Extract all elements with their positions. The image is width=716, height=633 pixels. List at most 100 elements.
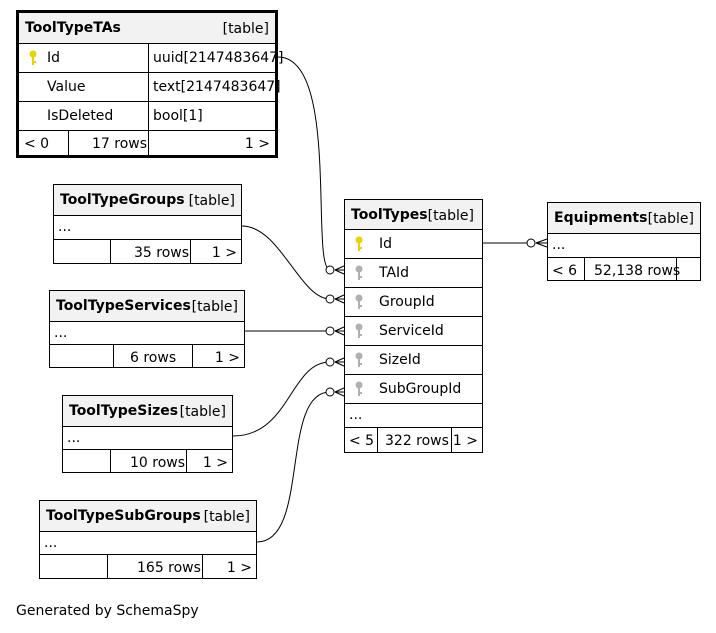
ellipsis-text: ... — [552, 237, 566, 253]
column-name: IsDeleted — [47, 108, 114, 124]
table-kind: [table] — [427, 208, 474, 224]
row-count: 17 rows — [92, 136, 148, 152]
columns-ellipsis: ... — [548, 234, 700, 258]
column-row-serviceid[interactable]: ServiceId — [345, 317, 482, 346]
edge-sizes-to-sizeid — [232, 361, 331, 437]
optional-marker-icon — [526, 238, 536, 248]
table-footer: < 0 17 rows 1 > — [19, 131, 275, 155]
optional-marker-icon — [325, 294, 335, 304]
optional-marker-icon — [325, 387, 335, 397]
row-count: 322 rows — [385, 433, 449, 449]
foreign-key-icon — [355, 323, 363, 338]
table-tooltypesizes[interactable]: ToolTypeSizes [table] ... 10 rows 1 > — [62, 395, 233, 473]
foreign-key-icon — [355, 294, 363, 309]
column-name: Id — [379, 236, 393, 252]
cell-divider — [148, 131, 149, 155]
column-name: Id — [47, 50, 61, 66]
table-tooltypegroups[interactable]: ToolTypeGroups [table] ... 35 rows 1 > — [53, 184, 242, 264]
table-equipments[interactable]: Equipments [table] ... < 6 52,138 rows — [547, 202, 701, 281]
foreign-key-icon — [355, 352, 363, 367]
table-kind: [table] — [188, 193, 235, 209]
table-tooltypes[interactable]: ToolTypes [table] Id TAId GroupId Servic… — [344, 199, 483, 453]
table-name: ToolTypeSizes — [69, 403, 179, 419]
foreign-key-icon — [355, 265, 363, 280]
children-count[interactable]: 1 > — [226, 560, 252, 576]
table-header: Equipments [table] — [548, 203, 700, 234]
column-name: ServiceId — [379, 323, 444, 339]
cell-divider — [107, 555, 108, 579]
column-type: text[2147483647] — [153, 79, 281, 95]
table-header: ToolTypeGroups [table] — [54, 185, 241, 216]
cell-divider — [110, 450, 111, 473]
table-kind: [table] — [191, 299, 238, 315]
cell-divider — [148, 102, 149, 130]
cell-divider — [676, 258, 677, 281]
cell-divider — [113, 345, 114, 368]
edge-subgroups-to-subgroupid — [256, 391, 331, 543]
primary-key-icon — [29, 50, 37, 65]
column-name: TAId — [379, 265, 410, 281]
table-tooltypetas[interactable]: ToolTypeTAs [table] Id uuid[2147483647] … — [16, 10, 284, 158]
parents-count[interactable]: < 6 — [552, 263, 578, 279]
children-count[interactable]: 1 > — [211, 245, 237, 261]
table-footer: < 5 322 rows 1 > — [345, 428, 482, 452]
children-count[interactable]: 1 > — [452, 433, 478, 449]
columns-ellipsis: ... — [50, 322, 244, 345]
optional-marker-icon — [325, 357, 335, 367]
column-type: uuid[2147483647] — [153, 50, 284, 66]
column-row-isdeleted[interactable]: IsDeleted bool[1] — [19, 102, 275, 131]
edge-tas-to-taid — [277, 56, 331, 271]
column-name: SubGroupId — [379, 381, 462, 397]
column-name: SizeId — [379, 352, 421, 368]
children-count[interactable]: 1 > — [202, 455, 228, 471]
parents-count[interactable]: < 5 — [349, 433, 375, 449]
table-kind: [table] — [222, 21, 269, 37]
optional-marker-icon — [325, 326, 335, 336]
table-tooltypeservices[interactable]: ToolTypeServices [table] ... 6 rows 1 > — [49, 290, 245, 368]
row-count: 10 rows — [130, 455, 186, 471]
column-row-id[interactable]: Id — [345, 230, 482, 259]
ellipsis-text: ... — [67, 430, 81, 446]
table-footer: 10 rows 1 > — [63, 450, 232, 473]
children-count[interactable]: 1 > — [214, 350, 240, 366]
table-header: ToolTypeTAs [table] — [19, 13, 275, 44]
primary-key-icon — [355, 236, 363, 251]
ellipsis-text: ... — [54, 325, 68, 341]
columns-ellipsis: ... — [345, 404, 482, 428]
cell-divider — [202, 555, 203, 579]
table-name: ToolTypeGroups — [60, 192, 185, 208]
column-row-id[interactable]: Id uuid[2147483647] — [19, 44, 284, 73]
columns-ellipsis: ... — [63, 427, 232, 450]
row-count: 52,138 rows — [594, 263, 681, 279]
cell-divider — [148, 44, 149, 72]
column-name: GroupId — [379, 294, 435, 310]
optional-marker-icon — [325, 265, 335, 275]
generated-by-text: Generated by SchemaSpy — [16, 603, 199, 619]
table-kind: [table] — [647, 211, 694, 227]
table-footer: 165 rows 1 > — [40, 555, 256, 579]
table-footer: 35 rows 1 > — [54, 240, 241, 264]
row-count: 6 rows — [130, 350, 177, 366]
column-row-sizeid[interactable]: SizeId — [345, 346, 482, 375]
column-row-taid[interactable]: TAId — [345, 259, 482, 288]
cell-divider — [451, 428, 452, 452]
columns-ellipsis: ... — [40, 532, 256, 555]
ellipsis-text: ... — [58, 219, 72, 235]
children-count[interactable]: 1 > — [244, 136, 270, 152]
column-row-subgroupid[interactable]: SubGroupId — [345, 375, 482, 404]
table-header: ToolTypes [table] — [345, 200, 482, 230]
cell-divider — [110, 240, 111, 264]
table-header: ToolTypeSizes [table] — [63, 396, 232, 427]
column-row-value[interactable]: Value text[2147483647] — [19, 73, 281, 102]
column-type: bool[1] — [153, 108, 203, 124]
table-header: ToolTypeServices [table] — [50, 291, 244, 322]
parents-count[interactable]: < 0 — [24, 136, 50, 152]
column-row-groupid[interactable]: GroupId — [345, 288, 482, 317]
table-name: ToolTypeServices — [56, 298, 191, 314]
cell-divider — [68, 131, 69, 155]
table-name: ToolTypeSubGroups — [46, 508, 201, 524]
table-tooltypesubgroups[interactable]: ToolTypeSubGroups [table] ... 165 rows 1… — [39, 500, 257, 579]
row-count: 165 rows — [137, 560, 201, 576]
columns-ellipsis: ... — [54, 216, 241, 240]
table-name: Equipments — [554, 210, 648, 226]
